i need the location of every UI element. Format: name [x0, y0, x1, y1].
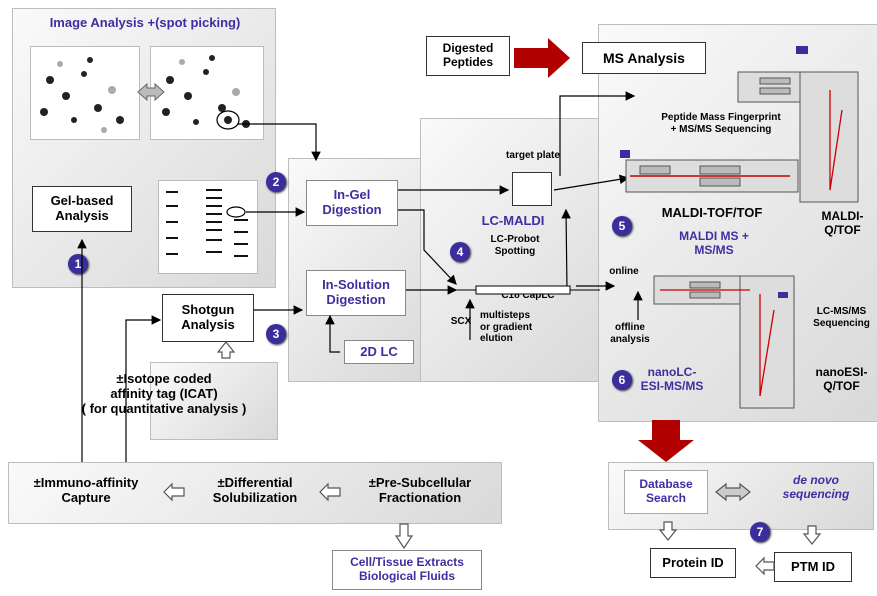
image-analysis-title: Image Analysis +(spot picking): [49, 15, 241, 30]
hollow-arrow-right: [755, 556, 775, 576]
target-plate-label: target plate: [506, 150, 560, 161]
elution-label: multisteps or gradient elution: [480, 310, 533, 344]
gel-image-right: [150, 46, 264, 140]
icat-panel: [150, 362, 278, 440]
target-plate-box: [512, 172, 552, 206]
step-badge-4: 4: [450, 242, 470, 262]
protein-id-box: Protein ID: [650, 548, 736, 578]
nano-lc-label: nanoLC- ESI-MS/MS: [640, 365, 704, 393]
step-badge-2: 2: [266, 172, 286, 192]
in-solution-digestion-box: In-Solution Digestion: [306, 270, 406, 316]
nano-esi-q-tof-label: nanoESI- Q/TOF: [815, 365, 868, 393]
prefractionation-panel: [8, 462, 502, 524]
step-badge-1: 1: [68, 254, 88, 274]
differential-solubilization-label: ±Differential Solubilization: [212, 475, 298, 505]
step-badge-3: 3: [266, 324, 286, 344]
red-arrow-ms: [514, 38, 570, 78]
gel-based-analysis-box: Gel-based Analysis: [32, 186, 132, 232]
ptm-id-box: PTM ID: [774, 552, 852, 582]
gel-image-left: [30, 46, 140, 140]
immuno-affinity-label: ±Immuno-affinity Capture: [33, 475, 139, 505]
two-d-lc-box: 2D LC: [344, 340, 414, 364]
maldi-tof-tof-label: MALDI-TOF/TOF: [661, 205, 763, 220]
lc-maldi-title: LC-MALDI: [481, 213, 545, 228]
subcellular-fractionation-label: ±Pre-Subcellular Fractionation: [368, 475, 472, 505]
digested-peptides-box: Digested Peptides: [426, 36, 510, 76]
hollow-arrow-up-2: [216, 341, 236, 359]
database-search-box: Database Search: [624, 470, 708, 514]
lc-msms-sequencing-label: LC-MS/MS Sequencing: [813, 306, 870, 329]
icat-label: ±Isotope coded affinity tag (ICAT) ( for…: [81, 371, 247, 416]
de-novo-label: de novo sequencing: [782, 473, 850, 501]
maldi-q-tof-label: MALDI- Q/TOF: [821, 209, 864, 237]
step-badge-6: 6: [612, 370, 632, 390]
step-badge-7: 7: [750, 522, 770, 542]
maldi-ms-label: MALDI MS + MS/MS: [679, 229, 749, 257]
red-arrow-down: [638, 420, 694, 462]
online-label: online: [609, 266, 639, 277]
hollow-arrow-up-1: [394, 523, 414, 550]
ms-analysis-title-box: MS Analysis: [582, 42, 706, 74]
offline-analysis-label: offline analysis: [610, 322, 650, 345]
c18-caplc-label: C18 CapLC: [501, 290, 555, 301]
in-gel-digestion-box: In-Gel Digestion: [306, 180, 398, 226]
pmf-label: Peptide Mass Fingerprint + MS/MS Sequenc…: [661, 112, 781, 135]
scx-label: SCX: [450, 316, 472, 327]
shotgun-analysis-box: Shotgun Analysis: [162, 294, 254, 342]
step-badge-5: 5: [612, 216, 632, 236]
gel-image-1d: [158, 180, 258, 274]
cell-tissue-source-box: Cell/Tissue Extracts Biological Fluids: [332, 550, 482, 590]
lc-probot-label: LC-Probot Spotting: [490, 234, 540, 257]
